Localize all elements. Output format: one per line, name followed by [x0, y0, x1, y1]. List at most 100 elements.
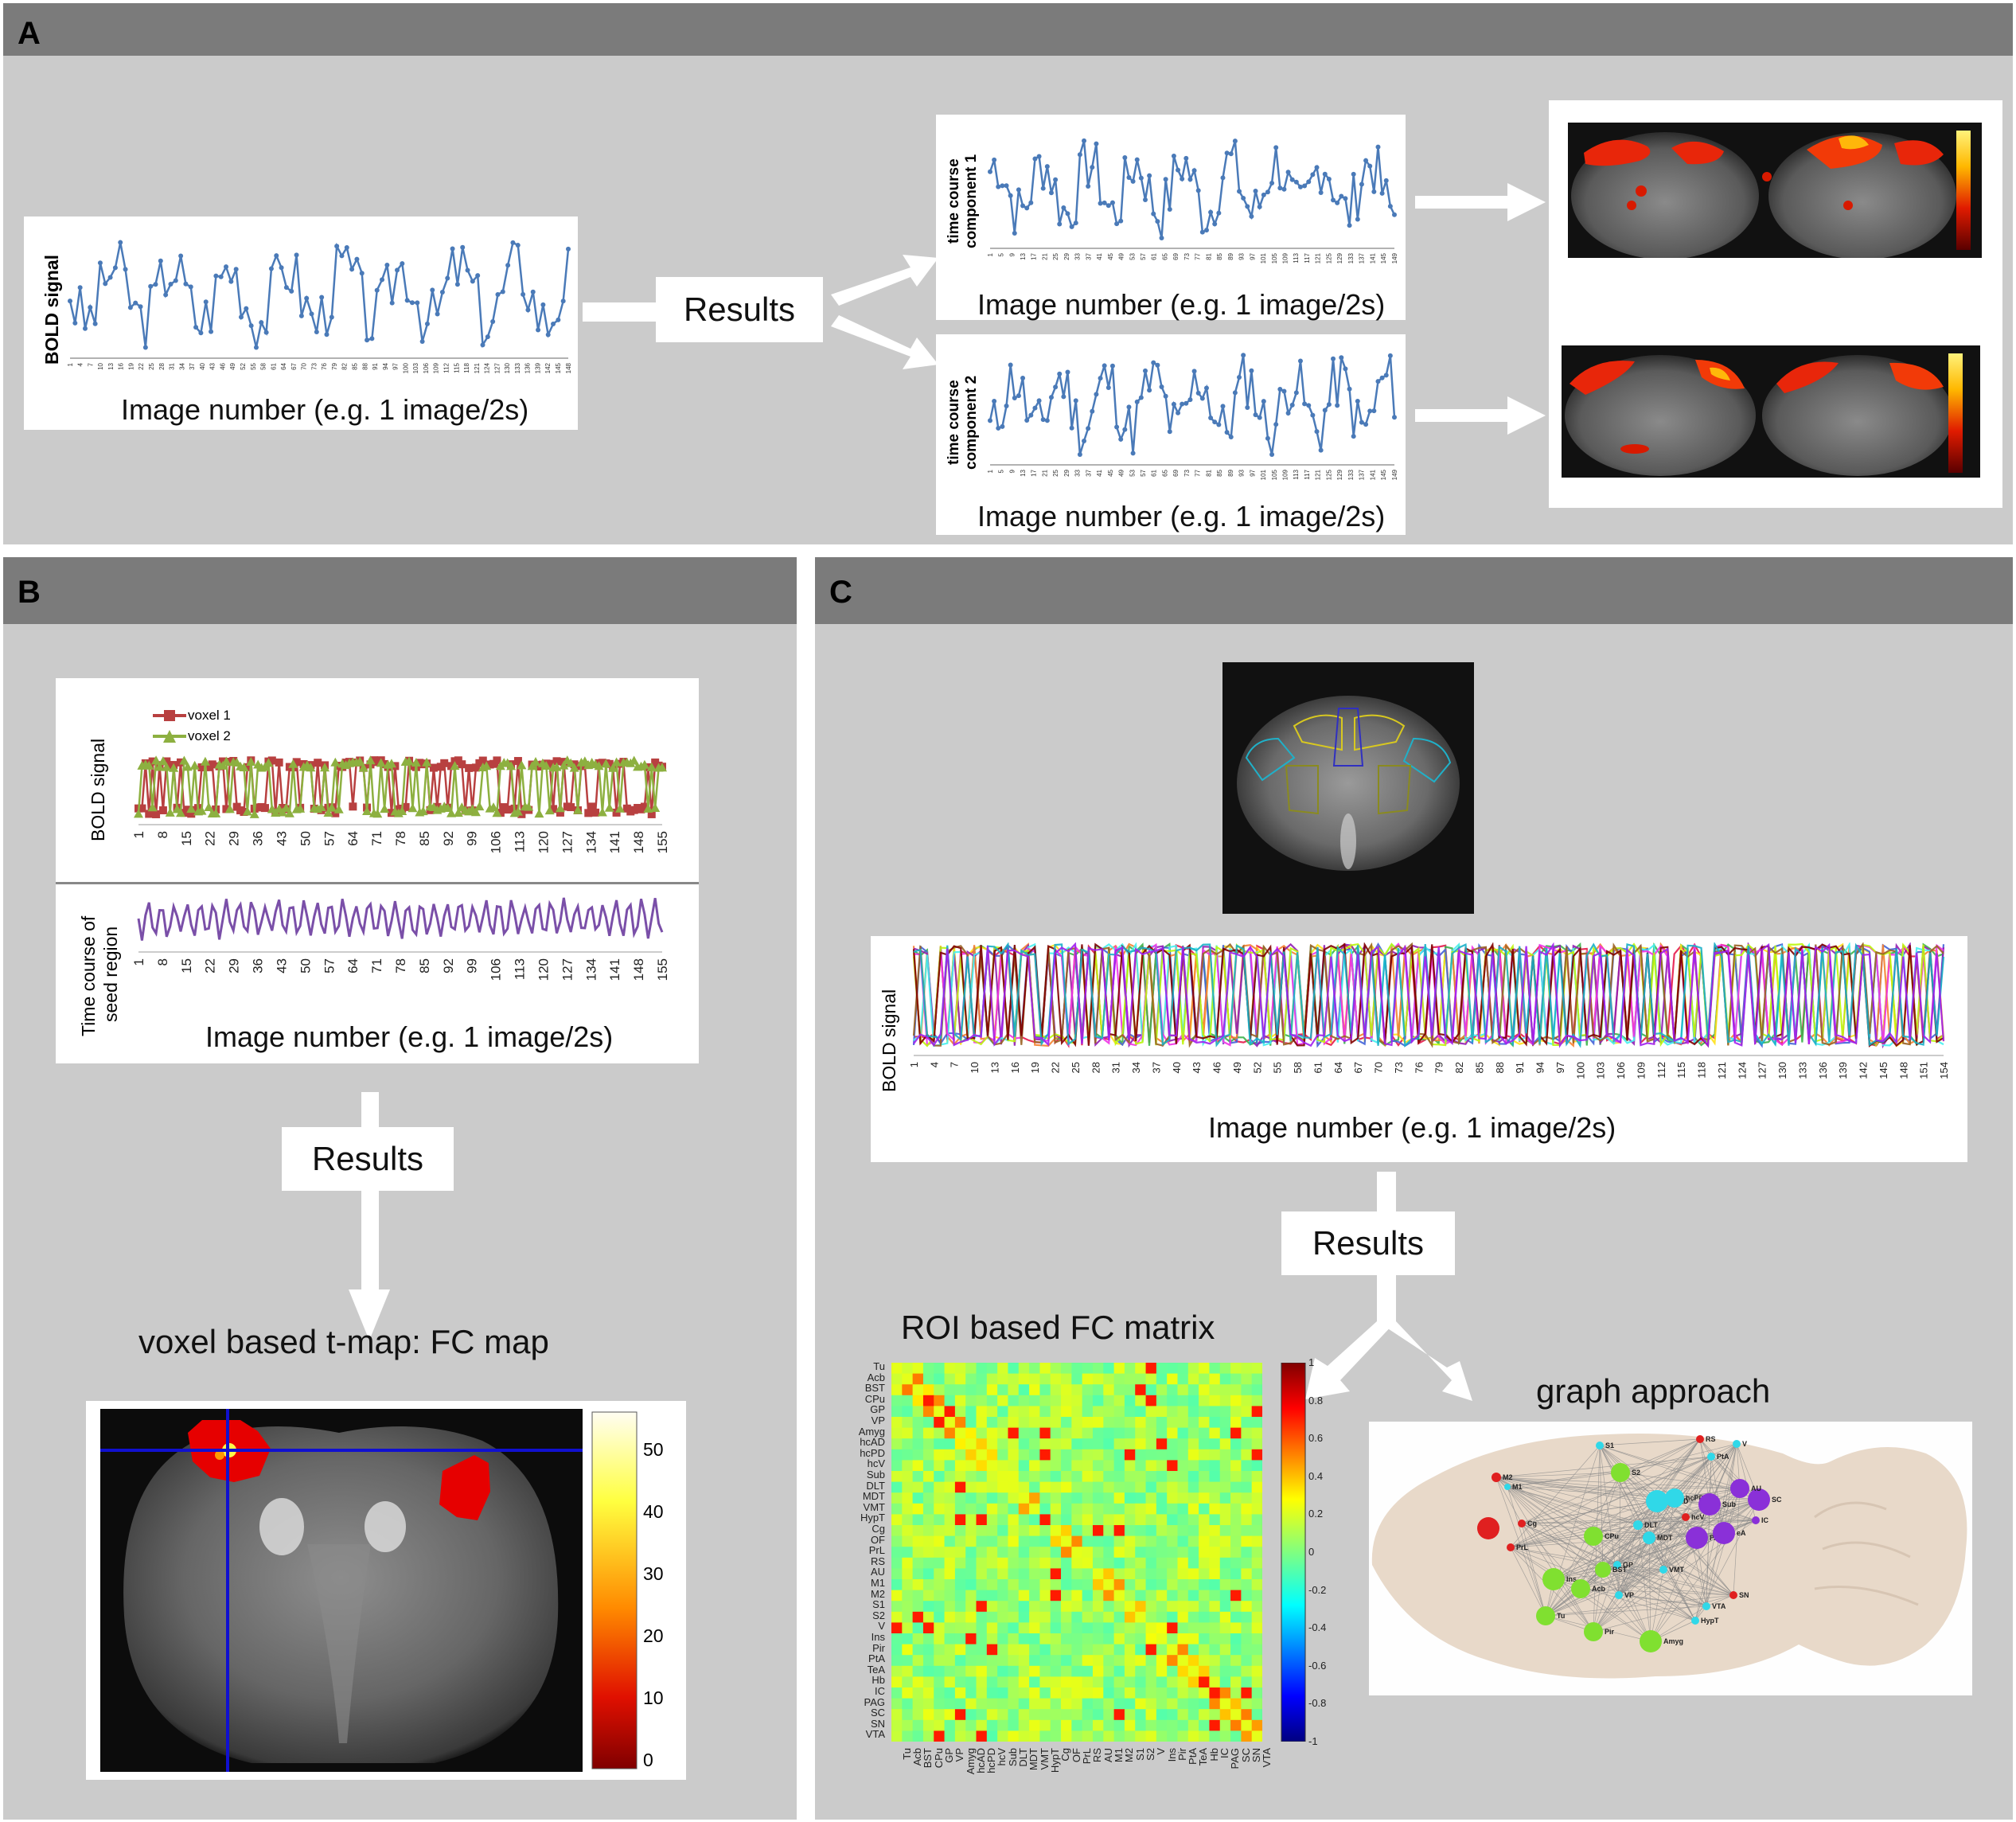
bold-a-point-82: [480, 342, 485, 348]
ica-component-maps: [1549, 100, 2002, 508]
matrix-cell-9-28: [1187, 1460, 1199, 1472]
matrix-cell-6-3: [922, 1427, 934, 1439]
matrix-cell-5-18: [1082, 1417, 1094, 1429]
matrix-cell-9-24: [1145, 1460, 1157, 1472]
matrix-cell-32-11: [1008, 1709, 1020, 1721]
voxel-2-point-26: [224, 804, 235, 813]
matrix-cell-15-24: [1145, 1525, 1157, 1537]
matrix-cell-25-22: [1124, 1633, 1136, 1645]
graph-node-m2: [1492, 1473, 1501, 1482]
graph-node-dlt: [1633, 1520, 1643, 1530]
matrix-cell-33-2: [912, 1719, 924, 1731]
matrix-cell-30-1: [902, 1687, 914, 1699]
bold-a-tick-7: 7: [87, 362, 94, 366]
matrix-cell-2-32: [1230, 1384, 1242, 1396]
matrix-row-label-acb: Acb: [867, 1371, 885, 1383]
matrix-cell-34-8: [976, 1730, 988, 1742]
matrix-cell-17-27: [1177, 1547, 1189, 1559]
tc2-point-4: [1004, 404, 1009, 409]
voxel-1-point-1: [138, 804, 146, 813]
bold-a-point-13: [133, 300, 138, 306]
tc1-tick-149: 149: [1391, 252, 1398, 263]
graph-edge-8-21: [1616, 1500, 1658, 1566]
matrix-cell-12-3: [922, 1492, 934, 1504]
roi-brain-slice: [1222, 662, 1474, 914]
matrix-cell-33-6: [954, 1719, 966, 1731]
tc1-point-32: [1118, 218, 1124, 224]
matrix-cell-30-25: [1156, 1687, 1168, 1699]
matrix-cell-14-27: [1177, 1514, 1189, 1526]
tc2-point-28: [1102, 363, 1107, 369]
matrix-cell-19-20: [1103, 1568, 1115, 1580]
matrix-cell-24-32: [1230, 1622, 1242, 1634]
matrix-cell-31-6: [954, 1698, 966, 1710]
seed-tick-141: 141: [607, 958, 622, 981]
matrix-cell-4-19: [1092, 1406, 1104, 1418]
matrix-cell-13-5: [944, 1503, 956, 1515]
matrix-cell-18-1: [902, 1557, 914, 1569]
matrix-cell-29-33: [1241, 1676, 1253, 1688]
tc2-point-88: [1347, 386, 1352, 392]
bold-a-tick-22: 22: [138, 362, 145, 369]
voxel-1-point-51: [314, 759, 322, 767]
matrix-cell-31-12: [1018, 1698, 1030, 1710]
matrix-cell-8-14: [1039, 1449, 1051, 1461]
tc1-point-59: [1228, 151, 1234, 157]
matrix-cell-12-13: [1029, 1492, 1040, 1504]
matrix-cell-24-33: [1241, 1622, 1253, 1634]
tc2-point-83: [1326, 402, 1332, 408]
matrix-cell-18-31: [1219, 1557, 1231, 1569]
matrix-cell-12-11: [1008, 1492, 1020, 1504]
matrix-cell-21-9: [986, 1590, 998, 1602]
tc1-point-8: [1020, 203, 1026, 209]
graph-node-hypt: [1691, 1617, 1699, 1625]
matrix-cell-30-17: [1071, 1687, 1083, 1699]
tc1-point-67: [1261, 192, 1266, 197]
matrix-cell-28-9: [986, 1665, 998, 1677]
voxel-2-point-109: [517, 760, 527, 770]
graph-edge-13-26: [1618, 1504, 1710, 1596]
matrix-cell-15-27: [1177, 1525, 1189, 1537]
voxel-2-point-134: [604, 802, 614, 812]
matrix-cell-23-4: [934, 1611, 946, 1623]
matrix-cell-33-17: [1071, 1719, 1083, 1731]
tc1-point-39: [1147, 173, 1152, 178]
matrix-cell-1-11: [1008, 1373, 1020, 1385]
roi-tick-136: 136: [1817, 1062, 1829, 1079]
bold-a-tick-82: 82: [341, 362, 349, 369]
matrix-cell-19-23: [1135, 1568, 1147, 1580]
matrix-cell-4-4: [934, 1406, 946, 1418]
matrix-cell-24-5: [944, 1622, 956, 1634]
matrix-cell-1-4: [934, 1373, 946, 1385]
matrix-cell-5-11: [1008, 1417, 1020, 1429]
matrix-cell-5-9: [986, 1417, 998, 1429]
bold-a-tick-25: 25: [148, 362, 155, 369]
tc1-point-92: [1363, 158, 1369, 163]
matrix-cell-4-30: [1209, 1406, 1221, 1418]
bold-a-point-31: [224, 264, 229, 270]
matrix-cell-17-22: [1124, 1547, 1136, 1559]
graph-node-label-sub: Sub: [1722, 1500, 1737, 1508]
matrix-cell-34-12: [1018, 1730, 1030, 1742]
roi-tick-154: 154: [1938, 1062, 1950, 1079]
voxel-2-point-102: [492, 808, 502, 817]
matrix-cell-21-15: [1050, 1590, 1062, 1602]
matrix-cell-6-19: [1092, 1427, 1104, 1439]
graph-edge-2-24: [1553, 1443, 1737, 1580]
matrix-cell-16-23: [1135, 1535, 1147, 1547]
matrix-cell-7-16: [1061, 1438, 1072, 1450]
matrix-cell-7-18: [1082, 1438, 1094, 1450]
matrix-cell-34-23: [1135, 1730, 1147, 1742]
matrix-cell-6-12: [1018, 1427, 1030, 1439]
matrix-cell-26-25: [1156, 1644, 1168, 1656]
matrix-cell-0-9: [986, 1363, 998, 1375]
matrix-cell-7-15: [1050, 1438, 1062, 1450]
matrix-cell-32-9: [986, 1709, 998, 1721]
matrix-cell-9-27: [1177, 1460, 1189, 1472]
matrix-cell-28-16: [1061, 1665, 1072, 1677]
bold-a-tick-148: 148: [565, 362, 572, 373]
graph-edge-5-30: [1507, 1486, 1546, 1617]
matrix-cell-29-0: [891, 1676, 903, 1688]
matrix-row-label-hcpd: hcPD: [860, 1446, 885, 1459]
matrix-cell-16-32: [1230, 1535, 1242, 1547]
